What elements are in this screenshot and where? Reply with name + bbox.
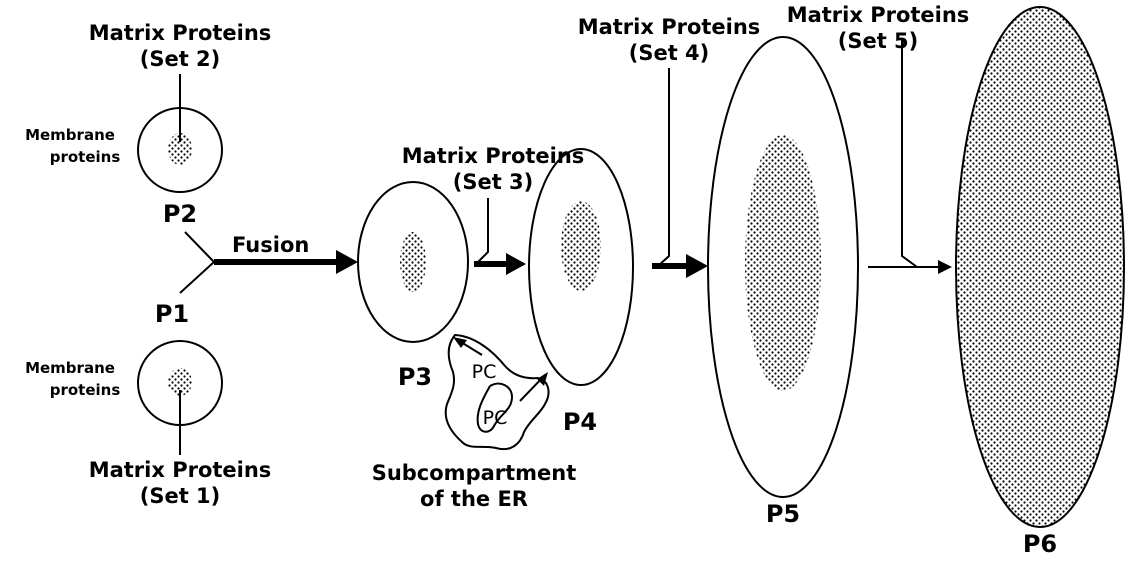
p4-matrix-core <box>561 201 601 291</box>
p5-p6-arrow-head <box>938 260 952 274</box>
set2-label: (Set 2) <box>140 47 221 71</box>
matrix-set3-label: Matrix Proteins <box>402 144 585 168</box>
set5-pointer-line <box>902 38 917 267</box>
p1-label: P1 <box>155 300 189 328</box>
p3-p4-arrow-head <box>506 253 526 275</box>
p3-vesicle <box>358 182 468 342</box>
set4-label: (Set 4) <box>629 41 710 65</box>
p4-label: P4 <box>563 408 597 436</box>
pc-1-label: PC <box>472 361 497 383</box>
set3-label: (Set 3) <box>453 170 534 194</box>
er-subcompartment-outline <box>446 335 549 449</box>
pc-2-label: PC <box>483 407 508 429</box>
p3-matrix-core <box>400 232 426 292</box>
subcompartment-label: Subcompartment <box>372 461 577 485</box>
membrane-bottom-label: Membrane <box>25 359 115 377</box>
set1-label: (Set 1) <box>140 484 221 508</box>
fusion-arrow-head <box>336 250 358 274</box>
matrix-set1-label: Matrix Proteins <box>89 458 272 482</box>
fusion-junction-line <box>180 232 214 293</box>
matrix-set5-label: Matrix Proteins <box>787 3 970 27</box>
p4-vesicle <box>529 149 633 385</box>
p6-vesicle <box>956 7 1124 527</box>
p5-matrix-core <box>745 135 821 391</box>
p5-label: P5 <box>766 500 800 528</box>
set4-pointer-line <box>658 68 669 266</box>
set3-pointer-line <box>476 198 488 264</box>
p4-p5-arrow-head <box>686 254 708 278</box>
matrix-set4-label: Matrix Proteins <box>578 15 761 39</box>
p5-vesicle <box>708 37 858 497</box>
p6-label: P6 <box>1023 530 1057 558</box>
pc-1-arrow-head <box>453 337 467 348</box>
fusion-label: Fusion <box>232 233 309 257</box>
proteins-top-label: proteins <box>50 148 121 166</box>
set5-label: (Set 5) <box>838 29 919 53</box>
p3-label: P3 <box>398 363 432 391</box>
of-the-er-label: of the ER <box>420 487 528 511</box>
membrane-top-label: Membrane <box>25 126 115 144</box>
matrix-set2-label: Matrix Proteins <box>89 21 272 45</box>
p2-label: P2 <box>163 200 197 228</box>
proteins-bottom-label: proteins <box>50 381 121 399</box>
